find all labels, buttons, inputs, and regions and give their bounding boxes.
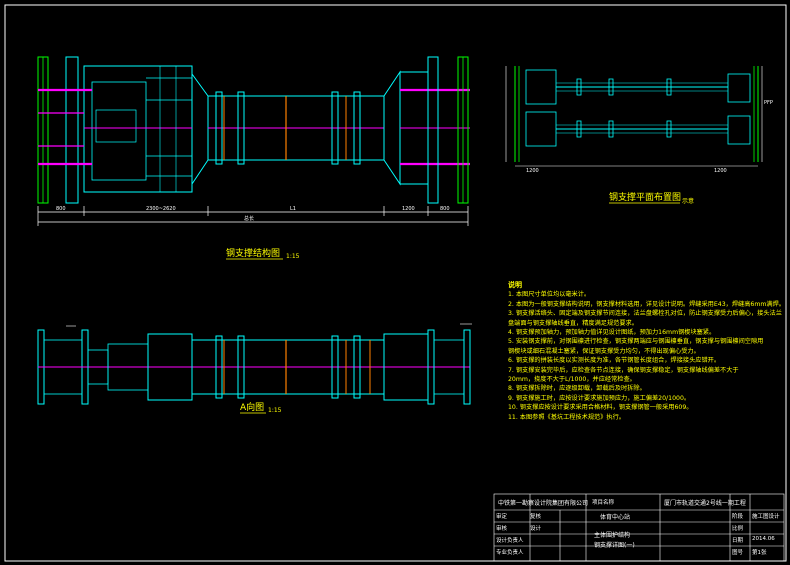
main-dim-total: 总长 bbox=[244, 215, 254, 222]
drawing-frame bbox=[4, 4, 787, 562]
notes-section: 说明 1. 本图尺寸单位均以毫米计。 2. 本图为一般钢支撑结构说明，钢支撑材料… bbox=[508, 281, 783, 422]
tb-row-label: 设计 bbox=[530, 526, 542, 532]
note-line: 盘端面与钢支撑轴线垂直，精度满足规范要求。 bbox=[508, 319, 638, 327]
note-line: 7. 钢支撑安装完毕后，应检查各节点连接，确保钢支撑稳定，钢支撑轴线偏差不大于 bbox=[508, 366, 739, 374]
main-dim-5: 800 bbox=[440, 206, 450, 212]
company-name: 中铁第一勘察设计院集团有限公司 bbox=[498, 500, 589, 507]
sheet-label: 图号 bbox=[732, 550, 744, 556]
note-line: 20mm，挠度不大于L/1000，并应经常检查。 bbox=[508, 376, 636, 384]
stage-label: 阶段 bbox=[732, 514, 744, 520]
date-value: 2014.06 bbox=[752, 536, 775, 542]
drawing-title-2: 钢支撑详图(一) bbox=[594, 542, 635, 549]
tb-row-label: 设计负责人 bbox=[496, 538, 524, 544]
tb-row-label: 专业负责人 bbox=[496, 550, 524, 556]
scale-label: 比例 bbox=[732, 526, 744, 532]
note-line: 8. 钢支撑拆除时，应逐级卸载，卸载后及时拆除。 bbox=[508, 385, 646, 393]
project-name-label: 项目名称 bbox=[592, 500, 615, 506]
note-line: 9. 钢支撑施工时，应按设计要求施加预应力，施工偏差20/1000。 bbox=[508, 394, 691, 402]
note-line: 6. 钢支撑的拼装长度以实测长度为准，各节钢管长度组合，焊接接头应错开。 bbox=[508, 357, 721, 365]
tb-row-label: 审核 bbox=[496, 526, 508, 532]
tb-row-label: 审定 bbox=[496, 514, 508, 520]
note-line: 11. 本图参照《基坑工程技术规范》执行。 bbox=[508, 413, 625, 421]
note-line: 5. 安装钢支撑前，对钢围檩进行检查，钢支撑两端应与钢围檩垂直，钢支撑与钢围檩间… bbox=[508, 338, 764, 346]
plan-view-title: 钢支撑平面布置图 bbox=[609, 191, 681, 203]
main-view-scale: 1:15 bbox=[286, 253, 300, 260]
note-line: 4. 钢支撑预加轴力，预加轴力值详见设计图纸，预加力16mm钢楔块塞紧。 bbox=[508, 329, 716, 337]
main-dim-4: 1200 bbox=[402, 206, 415, 212]
plan-view-suffix: 示意 bbox=[682, 197, 694, 205]
project-name: 厦门市轨道交通2号线一期工程 bbox=[664, 500, 746, 507]
plan-dim-1: 1200 bbox=[526, 168, 539, 174]
drawing-title-1: 主体围护结构 bbox=[594, 532, 631, 539]
plan-layout-view: 1200 1200 PFP bbox=[505, 66, 773, 174]
main-view-title: 钢支撑结构图 bbox=[226, 247, 280, 259]
note-line: 10. 钢支撑应按设计要求采用合格材料，钢支撑钢管一般采用609。 bbox=[508, 404, 693, 412]
note-line: 3. 钢支撑活络头、固定端及钢支撑节间连接，法兰盘螺栓孔对位，防止钢支撑受力后偏… bbox=[508, 310, 782, 318]
note-line: 钢楔块或细石混凝土塞紧，保证钢支撑受力均匀，不得出现偏心受力。 bbox=[508, 347, 700, 355]
title-block-grid bbox=[493, 493, 785, 562]
main-dim-3: L1 bbox=[290, 206, 296, 212]
main-dim-1: 800 bbox=[56, 206, 66, 212]
stage-value: 施工图设计 bbox=[752, 514, 780, 520]
a-view-title: A向图 bbox=[240, 401, 264, 413]
note-line: 1. 本图尺寸单位均以毫米计。 bbox=[508, 291, 591, 299]
plan-dim-2: 1200 bbox=[714, 168, 727, 174]
main-strut-view: 800 2300~2620 L1 1200 800 总长 bbox=[37, 56, 470, 226]
a-view-scale: 1:15 bbox=[268, 407, 282, 414]
title-block: 中铁第一勘察设计院集团有限公司 项目名称 厦门市轨道交通2号线一期工程 审定 审… bbox=[494, 494, 784, 564]
notes-heading: 说明 bbox=[508, 281, 522, 289]
main-dim-2: 2300~2620 bbox=[146, 206, 176, 212]
a-direction-view bbox=[37, 323, 472, 405]
date-label: 日期 bbox=[732, 538, 744, 544]
note-line: 2. 本图为一般钢支撑结构说明，钢支撑材料选用，详见设计说明。焊缝采用E43，焊… bbox=[508, 300, 783, 308]
station-name: 体育中心站 bbox=[600, 514, 631, 521]
sheet-value: 第1张 bbox=[752, 550, 767, 556]
tb-row-label: 复核 bbox=[530, 514, 542, 520]
plan-side-label: PFP bbox=[764, 100, 773, 106]
